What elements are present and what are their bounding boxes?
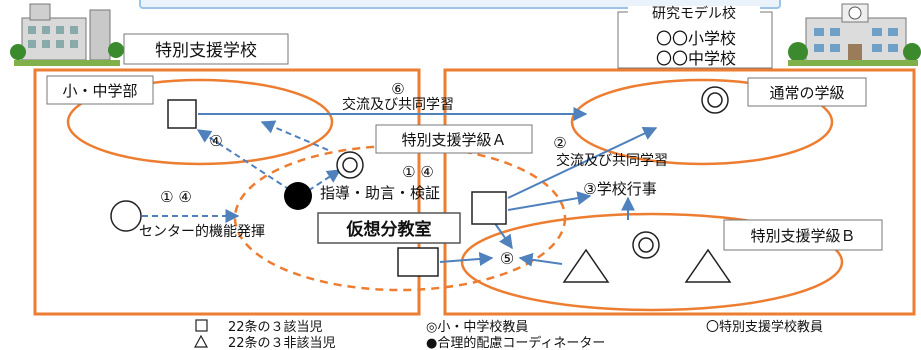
exchange-top-label: 交流及び共同学習 [342, 96, 454, 113]
legend-filled-circle-label: ●合理的配慮コーディネーター [426, 335, 605, 350]
legend-triangle-label: 22条の３非該当児 [228, 335, 336, 350]
special-class-b-label: 特別支援学級Ｂ [750, 227, 855, 245]
regular-class-box [747, 77, 867, 107]
special-school-title: 特別支援学校 [155, 41, 257, 61]
special-school-teacher-circle [110, 200, 142, 232]
special-class-b-ellipse [460, 212, 844, 312]
special-school-dept-ellipse [66, 78, 334, 166]
special-school-panel [33, 68, 421, 316]
four-left-label: ④ [209, 132, 222, 150]
research-school-panel [443, 68, 916, 316]
special-school-title-box [123, 33, 289, 65]
research-school-name-2: 〇〇中学校 [656, 49, 736, 68]
exchange-arrow-right [507, 127, 658, 199]
regular-class-ellipse [570, 78, 834, 166]
student-square-virtual [397, 247, 439, 277]
virtual-classroom-label: 仮想分教室 [346, 219, 432, 240]
one-four-left-label: ① ④ [160, 188, 192, 206]
department-box [46, 75, 154, 105]
student-square-class-a [471, 191, 507, 225]
teacher-double-circle-class-a [336, 151, 364, 179]
legend-square-label: 22条の３該当児 [228, 319, 323, 335]
square-to-five-arrow [493, 221, 513, 250]
virtual-classroom-box [317, 212, 461, 244]
guidance-arrow-dashed [299, 169, 342, 197]
teacher-double-circle-regular [701, 86, 729, 114]
support-arrow-dashed-1 [260, 120, 329, 151]
legend-double-circle-label: ◎小・中学校教員 [426, 319, 528, 335]
triangle-to-five-arrow [518, 252, 563, 267]
exchange-top-number: ⑥ [391, 80, 404, 98]
special-school-building-icon [10, 3, 124, 66]
legend-square-icon [195, 319, 208, 332]
three-events-label: ③学校行事 [583, 180, 656, 198]
support-arrow-dashed-2 [196, 129, 291, 191]
research-school-box [617, 11, 773, 69]
square-lower-to-five-arrow [439, 251, 494, 266]
research-school-heading-bg [628, 6, 760, 20]
student-triangle-1 [562, 248, 610, 283]
coordinator-filled-circle [284, 182, 312, 210]
legend-open-circle-label: 〇特別支援学校教員 [706, 319, 823, 335]
research-school-heading: 研究モデル校 [652, 5, 736, 22]
exchange-right-label: 交流及び共同学習 [556, 152, 668, 169]
special-class-b-box [723, 219, 883, 251]
legend: 22条の３該当児 22条の３非該当児 ◎小・中学校教員 ●合理的配慮コーディネー… [193, 319, 823, 350]
student-triangle-2 [684, 248, 732, 283]
guidance-label: 指導・助言・検証 [320, 184, 440, 202]
special-class-a-box [375, 124, 533, 154]
special-class-a-label: 特別支援学級Ａ [401, 131, 506, 149]
top-banner [139, 0, 781, 9]
student-square-dept [167, 99, 197, 129]
events-arrow-from-square [507, 191, 592, 211]
department-label: 小・中学部 [62, 82, 137, 100]
regular-class-label: 通常の学級 [769, 84, 844, 102]
one-four-center-label: ① ④ [402, 163, 434, 181]
legend-triangle-icon [193, 334, 209, 348]
five-label: ⑤ [500, 249, 514, 268]
center-function-label: センター的機能発揮 [139, 224, 265, 240]
research-school-name-1: 〇〇小学校 [656, 29, 736, 48]
research-school-building-icon [788, 3, 921, 66]
teacher-double-circle-class-b [632, 231, 660, 259]
two-label: ② [553, 134, 566, 152]
